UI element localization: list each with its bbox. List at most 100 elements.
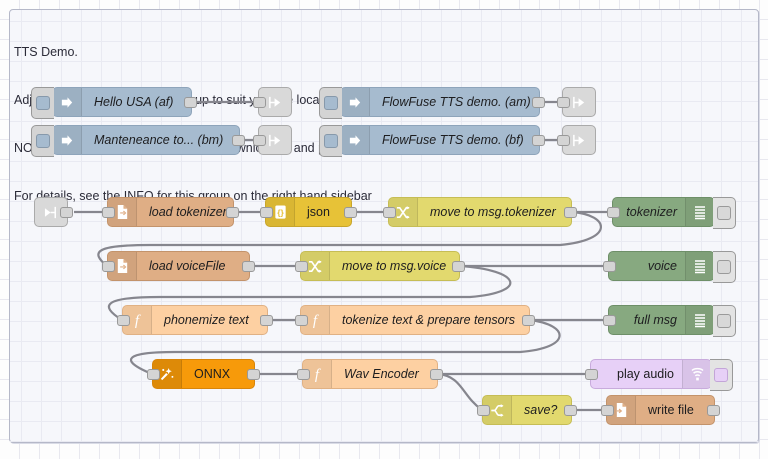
node-label: write file [648,403,694,417]
node-play-audio[interactable]: play audio [585,359,733,391]
node-load-voicefile[interactable]: load voiceFile [102,251,255,281]
shuffle-icon [389,198,418,226]
svg-text:{}: {} [277,207,284,217]
node-move-to-msg-tokenizer[interactable]: move to msg.tokenizer [383,197,577,227]
inject-arrow-icon [53,88,82,116]
output-port[interactable] [260,315,273,326]
debug-toggle-button[interactable] [713,305,736,337]
node-wav-encoder[interactable]: f Wav Encoder [297,359,443,389]
svg-text:f: f [135,313,141,328]
input-port[interactable] [585,369,598,380]
link-out-icon [563,88,595,116]
output-port[interactable] [532,97,545,108]
node-label: json [307,205,330,219]
output-port[interactable] [707,405,720,416]
node-label: FlowFuse TTS demo. (bf) [382,133,524,147]
node-label: tokenizer [626,205,677,219]
node-label: tokenize text & prepare tensors [342,313,516,327]
output-port[interactable] [184,97,197,108]
node-inject-hello-usa-af[interactable]: Hello USA (af) [31,87,197,119]
output-port[interactable] [532,135,545,146]
node-write-file[interactable]: write file [601,395,720,425]
inject-button[interactable] [31,125,54,157]
input-port[interactable] [297,369,310,380]
comment-line-1: TTS Demo. [14,45,78,59]
output-port[interactable] [226,207,239,218]
debug-lines-icon [685,306,714,334]
link-out-icon [259,126,291,154]
braces-icon: {} [266,198,295,226]
input-port[interactable] [603,261,616,272]
play-audio-button[interactable] [710,359,733,391]
link-out-icon [259,88,291,116]
inject-arrow-icon [53,126,82,154]
debug-lines-icon [685,252,714,280]
inject-button[interactable] [319,125,342,157]
node-inject-flowfuse-bf[interactable]: FlowFuse TTS demo. (bf) [319,125,545,157]
output-port[interactable] [430,369,443,380]
node-label: Manteneance to... (bm) [94,133,224,147]
inject-button[interactable] [31,87,54,119]
input-port[interactable] [383,207,396,218]
inject-button[interactable] [319,87,342,119]
output-port[interactable] [232,135,245,146]
input-port[interactable] [117,315,130,326]
node-inject-flowfuse-am[interactable]: FlowFuse TTS demo. (am) [319,87,545,119]
inject-arrow-icon [341,88,370,116]
input-port[interactable] [603,315,616,326]
node-label: move to msg.voice [342,259,447,273]
input-port[interactable] [295,261,308,272]
output-port[interactable] [60,207,73,218]
input-port[interactable] [557,135,570,146]
debug-toggle-button[interactable] [713,197,736,229]
node-link-out-am[interactable] [557,87,596,117]
node-label: full msg [633,313,677,327]
node-label: load voiceFile [149,259,226,273]
input-port[interactable] [601,405,614,416]
link-in-icon [35,198,67,226]
node-json[interactable]: {} json [260,197,357,227]
node-label: save? [524,403,558,417]
node-label: phonemize text [164,313,249,327]
node-link-out-bm[interactable] [253,125,292,155]
node-label: play audio [617,367,674,381]
node-save-switch[interactable]: save? [477,395,577,425]
output-port[interactable] [247,369,260,380]
output-port[interactable] [452,261,465,272]
speaker-wave-icon [682,360,711,388]
node-load-tokenizer[interactable]: load tokenizer [102,197,239,227]
output-port[interactable] [522,315,535,326]
input-port[interactable] [260,207,273,218]
input-port[interactable] [477,405,490,416]
node-phonemize-text[interactable]: f phonemize text [117,305,273,335]
node-move-to-msg-voice[interactable]: move to msg.voice [295,251,465,281]
node-debug-voice[interactable]: voice [603,251,736,283]
input-port[interactable] [102,207,115,218]
input-port[interactable] [102,261,115,272]
output-port[interactable] [242,261,255,272]
input-port[interactable] [253,135,266,146]
node-tokenize-text-prepare-tensors[interactable]: f tokenize text & prepare tensors [295,305,535,335]
input-port[interactable] [607,207,620,218]
node-label: voice [647,259,677,273]
svg-text:f: f [313,313,319,328]
svg-text:f: f [315,367,321,382]
node-link-out-af[interactable] [253,87,292,117]
node-debug-tokenizer[interactable]: tokenizer [607,197,736,229]
output-port[interactable] [344,207,357,218]
node-link-out-bf[interactable] [557,125,596,155]
input-port[interactable] [147,369,160,380]
input-port[interactable] [295,315,308,326]
node-onnx[interactable]: ONNX [147,359,260,389]
debug-lines-icon [685,198,714,226]
debug-toggle-button[interactable] [713,251,736,283]
node-inject-maintenance-bm[interactable]: Manteneance to... (bm) [31,125,245,157]
input-port[interactable] [253,97,266,108]
output-port[interactable] [564,405,577,416]
node-link-in-main[interactable] [34,197,73,227]
output-port[interactable] [564,207,577,218]
input-port[interactable] [557,97,570,108]
node-debug-full-msg[interactable]: full msg [603,305,736,337]
node-label: FlowFuse TTS demo. (am) [382,95,531,109]
